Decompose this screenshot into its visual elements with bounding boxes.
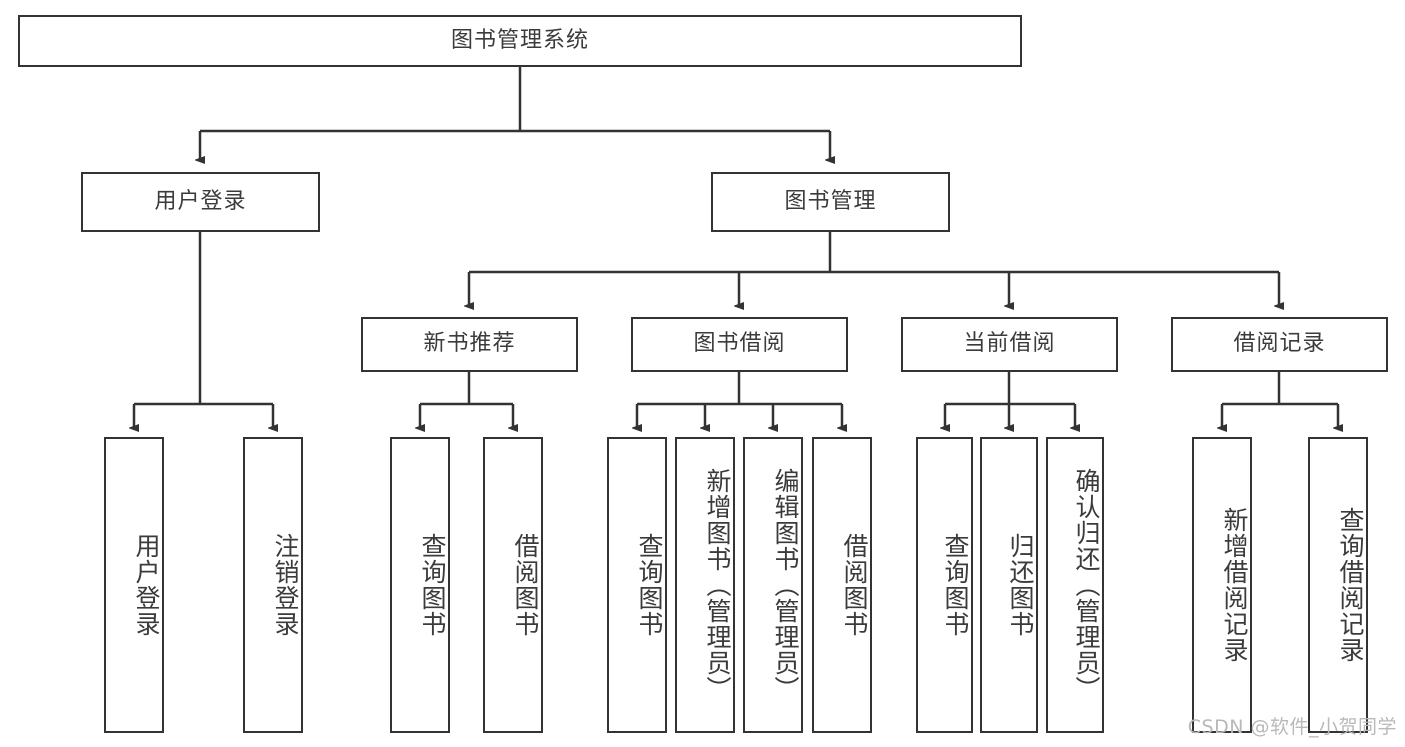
leaf-logout-login[interactable]: 注销登录 bbox=[243, 437, 303, 733]
leaf-edit-book-admin[interactable]: 编辑图书（管理员） bbox=[743, 437, 803, 733]
leaf-return-book[interactable]: 归还图书 bbox=[980, 437, 1038, 733]
node-label: 借阅图书 bbox=[840, 533, 869, 637]
node-label: 用户登录 bbox=[154, 188, 247, 214]
node-label: 图书借阅 bbox=[693, 331, 786, 357]
node-label: 新增图书（管理员） bbox=[703, 468, 732, 702]
node-label: 用户登录 bbox=[132, 533, 161, 637]
node-label: 新增借阅记录 bbox=[1220, 507, 1249, 663]
node-label: 新书推荐 bbox=[423, 331, 516, 357]
leaf-user-login[interactable]: 用户登录 bbox=[104, 437, 164, 733]
csdn-watermark: CSDN @软件_小贺同学 bbox=[1187, 716, 1397, 738]
node-label: 编辑图书（管理员） bbox=[771, 468, 800, 702]
leaf-borrow-book-recommendation[interactable]: 借阅图书 bbox=[483, 437, 543, 733]
leaf-add-borrow-record[interactable]: 新增借阅记录 bbox=[1192, 437, 1252, 733]
node-label: 确认归还（管理员） bbox=[1072, 468, 1101, 702]
node-book-borrowing[interactable]: 图书借阅 bbox=[631, 317, 848, 372]
node-label: 借阅记录 bbox=[1233, 331, 1326, 357]
leaf-query-borrow-record[interactable]: 查询借阅记录 bbox=[1308, 437, 1368, 733]
leaf-add-book-admin[interactable]: 新增图书（管理员） bbox=[675, 437, 735, 733]
leaf-query-book-recommendation[interactable]: 查询图书 bbox=[390, 437, 450, 733]
node-label: 查询图书 bbox=[635, 533, 664, 637]
node-label: 注销登录 bbox=[271, 533, 300, 637]
node-user-login[interactable]: 用户登录 bbox=[81, 172, 320, 232]
node-label: 归还图书 bbox=[1006, 533, 1035, 637]
leaf-borrow-book-borrowing[interactable]: 借阅图书 bbox=[812, 437, 872, 733]
node-label: 借阅图书 bbox=[511, 533, 540, 637]
leaf-query-book-borrowing[interactable]: 查询图书 bbox=[607, 437, 667, 733]
node-borrow-record[interactable]: 借阅记录 bbox=[1171, 317, 1388, 372]
node-new-book-recommendation[interactable]: 新书推荐 bbox=[361, 317, 578, 372]
node-label: 当前借阅 bbox=[963, 331, 1056, 357]
leaf-confirm-return-admin[interactable]: 确认归还（管理员） bbox=[1046, 437, 1104, 733]
node-current-borrowing[interactable]: 当前借阅 bbox=[901, 317, 1118, 372]
node-label: 查询借阅记录 bbox=[1336, 507, 1365, 663]
node-label: 查询图书 bbox=[941, 533, 970, 637]
leaf-query-book-current[interactable]: 查询图书 bbox=[916, 437, 973, 733]
node-book-management[interactable]: 图书管理 bbox=[711, 172, 950, 232]
node-label: 查询图书 bbox=[418, 533, 447, 637]
node-label: 图书管理系统 bbox=[450, 27, 589, 53]
node-root-system[interactable]: 图书管理系统 bbox=[18, 15, 1022, 67]
node-label: 图书管理 bbox=[784, 188, 877, 214]
